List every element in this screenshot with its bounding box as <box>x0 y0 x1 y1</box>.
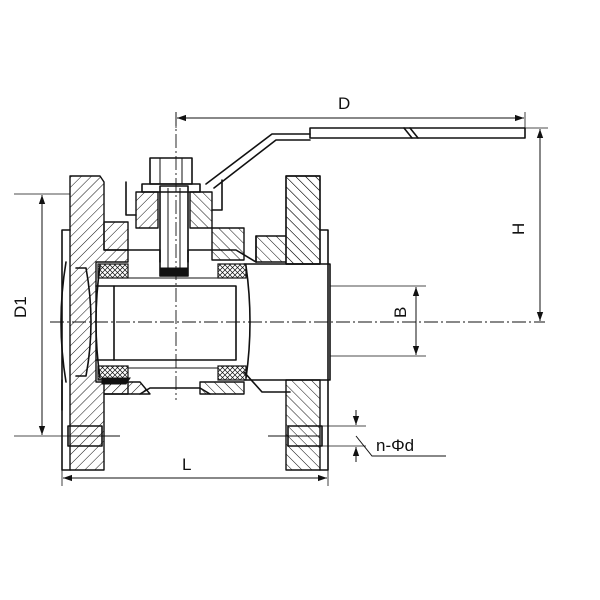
dimension-h-label: H <box>509 223 528 235</box>
valve-body-top <box>103 221 257 263</box>
valve-body-bottom <box>101 371 291 395</box>
right-flange <box>243 175 331 471</box>
ball-and-seats <box>60 261 251 383</box>
lever-handle <box>205 127 548 189</box>
dimension-b: B <box>330 285 426 357</box>
dimension-l: L <box>61 455 329 486</box>
stem-assembly <box>125 157 223 277</box>
dimension-bolt-holes: n-Φd <box>322 410 446 462</box>
dimension-l-label: L <box>182 455 191 474</box>
dimension-bolt-holes-label: n-Φd <box>376 436 414 455</box>
dimension-h: H <box>509 129 544 321</box>
center-lines <box>50 112 545 400</box>
left-flange <box>61 175 129 471</box>
dimension-d1-label: D1 <box>11 296 30 318</box>
dimension-d1: D1 <box>11 193 70 437</box>
dimension-d-label: D <box>338 94 350 113</box>
dimension-b-label: B <box>391 307 410 318</box>
dimension-d: D <box>175 94 526 128</box>
